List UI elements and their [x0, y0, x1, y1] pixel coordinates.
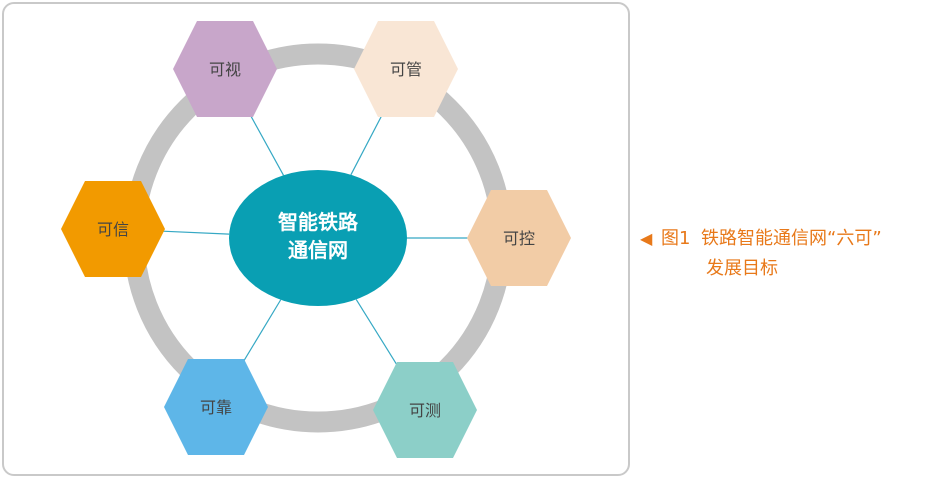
center-ellipse [229, 170, 407, 306]
node-keguan-hexagon [354, 21, 458, 117]
node-kekao-label: 可靠 [200, 398, 232, 417]
caption-line1: 图1 铁路智能通信网“六可” [661, 226, 882, 252]
center-label-line2: 通信网 [288, 238, 348, 262]
node-kece-label: 可测 [409, 401, 441, 420]
node-kece: 可测 [373, 362, 477, 458]
connector-kexin [156, 230, 230, 235]
caption-arrow-icon: ◀ [640, 229, 653, 248]
node-kekao-hexagon [164, 359, 268, 455]
node-keshi-hexagon [173, 21, 277, 117]
caption-title-line1: 铁路智能通信网“六可” [701, 228, 882, 249]
node-keguan: 可管 [354, 21, 458, 117]
node-keguan-label: 可管 [390, 60, 422, 79]
node-keshi: 可视 [173, 21, 277, 117]
node-kekong-hexagon [467, 190, 571, 286]
connector-lines [156, 107, 475, 373]
node-kexin-label: 可信 [97, 220, 129, 239]
node-kekao: 可靠 [164, 359, 268, 455]
caption-title-line2: 发展目标 [706, 258, 778, 279]
node-kexin-hexagon [61, 181, 165, 277]
node-kece-hexagon [373, 362, 477, 458]
node-kekong: 可控 [467, 190, 571, 286]
node-kekong-label: 可控 [503, 229, 535, 248]
connector-kekao [238, 299, 282, 370]
connector-keguan [350, 107, 387, 176]
center-label-line1: 智能铁路 [278, 210, 359, 234]
connector-kece [355, 299, 403, 373]
node-keshi-label: 可视 [209, 60, 241, 79]
figure-label: 图1 [661, 228, 691, 249]
connector-keshi [245, 107, 285, 176]
node-kexin: 可信 [61, 181, 165, 277]
